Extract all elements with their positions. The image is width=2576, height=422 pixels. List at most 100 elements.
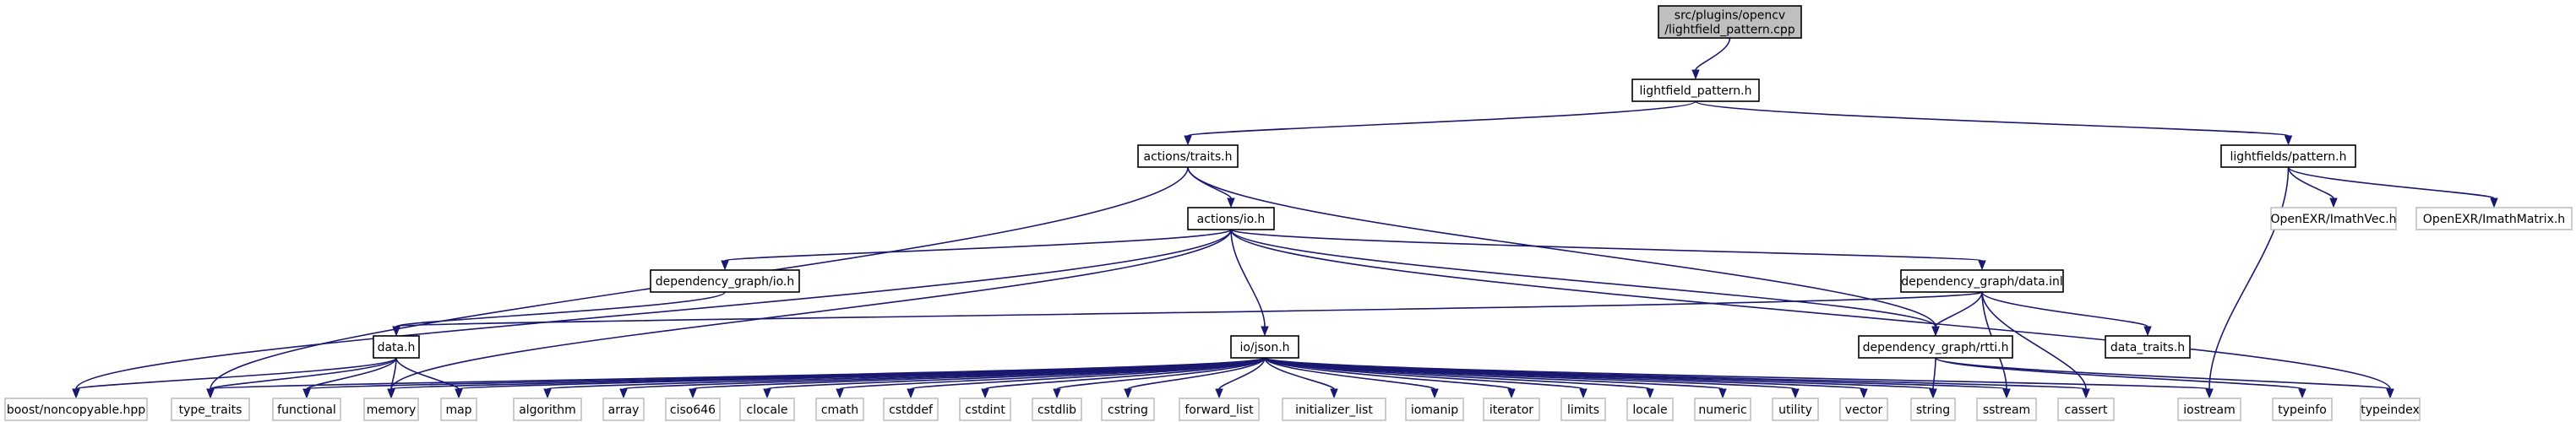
edge-io-json-h-to-initializer-list <box>1264 357 1338 399</box>
node-map: map <box>440 398 477 421</box>
edge-arrowhead <box>1184 135 1192 146</box>
node-typeindex: typeindex <box>2360 398 2421 421</box>
node-algorithm: algorithm <box>513 398 582 421</box>
node-sstream: sstream <box>1976 398 2037 421</box>
edge-line <box>1264 357 1512 390</box>
node-data-h[interactable]: data.h <box>373 335 420 359</box>
node-box <box>1101 398 1155 421</box>
edge-dependency-graph-data-inl-to-data-h <box>392 291 1983 337</box>
node-dependency-graph-rtti-h[interactable]: dependency_graph/rtti.h <box>1858 335 2013 359</box>
node-label: actions/io.h <box>1197 213 1266 226</box>
node-box <box>1032 398 1082 421</box>
node-data-traits-h[interactable]: data_traits.h <box>2105 335 2191 359</box>
edge-arrowhead <box>1430 388 1439 399</box>
node-box <box>1179 398 1260 421</box>
node-box <box>171 398 250 421</box>
node-box <box>2270 207 2397 230</box>
node-box <box>650 269 800 293</box>
edge-arrowhead <box>302 388 311 399</box>
edge-line <box>75 229 1232 390</box>
edge-line <box>2208 166 2290 390</box>
node-label: string <box>1916 403 1950 417</box>
node-label: memory <box>367 403 417 417</box>
node-label: boost/noncopyable.hpp <box>7 403 145 417</box>
edge-line <box>1230 229 1983 262</box>
node-box <box>1910 398 1956 421</box>
node-box <box>1560 398 1606 421</box>
node-box <box>272 398 341 421</box>
node-label: OpenEXR/ImathMatrix.h <box>2423 213 2565 226</box>
edge-io-json-h-to-cstdlib <box>1053 357 1266 399</box>
node-root[interactable]: src/plugins/opencv/lightfield_pattern.cp… <box>1658 5 1802 39</box>
node-box <box>1187 207 1275 230</box>
node-box <box>1694 398 1751 421</box>
edge-line <box>910 357 1266 390</box>
edge-line <box>1230 229 1936 327</box>
node-box <box>513 398 582 421</box>
node-actions-io-h[interactable]: actions/io.h <box>1187 207 1275 230</box>
node-box <box>440 398 477 421</box>
edge-arrowhead <box>1929 388 1937 399</box>
node-box <box>739 398 795 421</box>
edge-arrowhead <box>1691 69 1700 80</box>
node-label: limits <box>1567 403 1599 417</box>
edge-line <box>1187 100 1696 137</box>
edge-line <box>1695 100 2290 137</box>
edge-arrowhead <box>206 388 215 399</box>
node-box <box>2360 398 2421 421</box>
node-box <box>2105 335 2191 359</box>
edge-io-json-h-to-iostream <box>1264 357 2214 399</box>
node-openexr-imathvec-h: OpenEXR/ImathVec.h <box>2270 207 2397 230</box>
node-label: utility <box>1778 403 1812 417</box>
node-box <box>2057 398 2115 421</box>
node-dependency-graph-io-h[interactable]: dependency_graph/io.h <box>650 269 800 293</box>
edge-arrowhead <box>1053 388 1061 399</box>
node-label: array <box>608 403 640 417</box>
edge-line <box>395 291 726 327</box>
edge-arrowhead <box>455 388 463 399</box>
node-iostream: iostream <box>2177 398 2241 421</box>
edge-lightfield-pattern-h-to-actions-traits-h <box>1184 100 1696 146</box>
node-box <box>2177 398 2241 421</box>
edge-line <box>1935 357 2391 390</box>
edge-arrowhead <box>1978 260 1986 271</box>
node-label: src/plugins/opencv <box>1675 9 1785 23</box>
edge-arrowhead <box>1860 388 1868 399</box>
edge-line <box>1932 357 1936 390</box>
node-openexr-imathmatrix-h: OpenEXR/ImathMatrix.h <box>2415 207 2573 230</box>
node-lightfield-pattern-h[interactable]: lightfield_pattern.h <box>1631 78 1760 102</box>
node-label: typeindex <box>2361 403 2420 417</box>
node-box <box>1405 398 1464 421</box>
node-box <box>815 398 864 421</box>
node-actions-traits-h[interactable]: actions/traits.h <box>1137 144 1239 168</box>
edge-dependency-graph-data-inl-to-data-traits-h <box>1981 291 2152 337</box>
node-io-json-h[interactable]: io/json.h <box>1230 335 1299 359</box>
edge-arrowhead <box>1646 388 1654 399</box>
node-label: iomanip <box>1411 403 1458 417</box>
node-locale: locale <box>1626 398 1674 421</box>
node-dependency-graph-data-inl[interactable]: dependency_graph/data.inl <box>1900 269 2064 293</box>
node-box <box>665 398 721 421</box>
node-label: cstdlib <box>1037 403 1076 417</box>
edge-line <box>75 357 397 390</box>
edge-line <box>1218 357 1266 390</box>
node-lightfields-pattern-h[interactable]: lightfields/pattern.h <box>2220 144 2356 168</box>
edge-io-json-h-to-iterator <box>1264 357 1516 399</box>
edge-line <box>1264 357 1435 390</box>
edge-actions-io-h-to-dependency-graph-data-inl <box>1230 229 1986 271</box>
node-box <box>1839 398 1888 421</box>
node-label: forward_list <box>1185 403 1254 417</box>
node-label: type_traits <box>179 403 242 417</box>
node-label: lightfield_pattern.h <box>1640 84 1752 98</box>
node-label: OpenEXR/ImathVec.h <box>2270 213 2396 226</box>
node-box <box>602 398 645 421</box>
edge-arrowhead <box>1718 388 1727 399</box>
node-box <box>1626 398 1674 421</box>
node-cstdint: cstdint <box>959 398 1011 421</box>
node-label: clocale <box>747 403 788 417</box>
edge-arrowhead <box>2329 197 2338 208</box>
edge-arrowhead <box>392 326 400 337</box>
node-label: cstring <box>1108 403 1148 417</box>
edge-line <box>1981 291 2148 327</box>
